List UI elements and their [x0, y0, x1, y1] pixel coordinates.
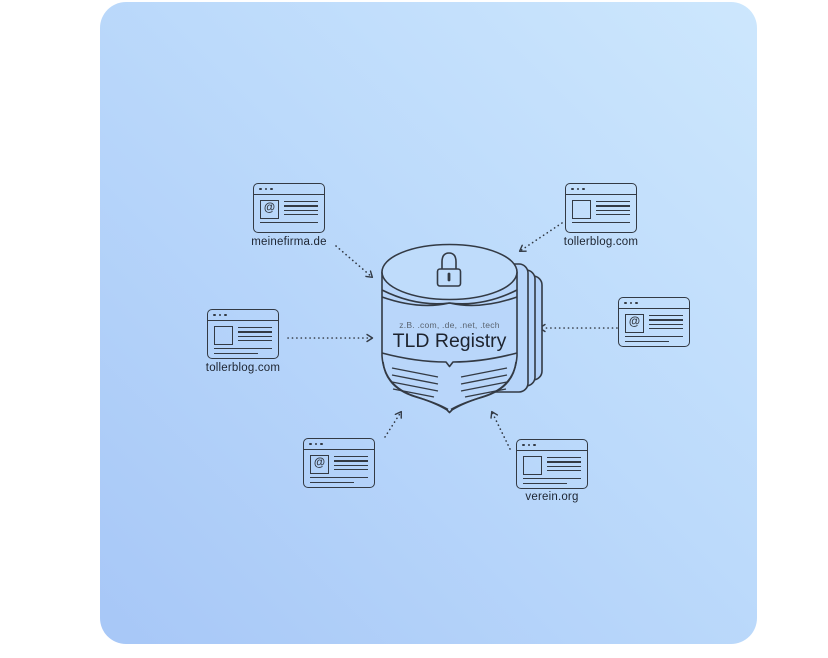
browser-window-verein [516, 439, 588, 489]
browser-window-right: @ [618, 297, 690, 347]
browser-window-tollerblog-top [565, 183, 637, 233]
text-lines [649, 314, 683, 333]
window-dot-icon [635, 301, 638, 305]
window-dot-icon [213, 313, 216, 317]
window-dot-icon [320, 442, 323, 446]
window-dot-icon [264, 187, 268, 191]
text-lines [566, 219, 636, 224]
text-lines [284, 200, 318, 219]
browser-titlebar [566, 184, 636, 195]
browser-titlebar [208, 310, 278, 321]
window-dot-icon [582, 187, 585, 191]
window-dot-icon [309, 442, 312, 446]
image-placeholder-icon [214, 325, 233, 345]
domain-label-verein: verein.org [525, 491, 579, 503]
window-dot-icon [527, 443, 531, 447]
window-dot-icon [270, 187, 273, 191]
at-icon: @ [310, 454, 329, 474]
image-placeholder-icon [523, 455, 542, 475]
at-icon: @ [625, 313, 644, 333]
browser-window-meinefirma: @ [253, 183, 325, 233]
image-placeholder-icon [572, 199, 591, 219]
window-dot-icon [259, 187, 262, 191]
background-card: @ meinefirma.de tollerblog.com tollerblo… [100, 2, 757, 644]
window-dot-icon [624, 301, 627, 305]
window-dot-icon [314, 442, 318, 446]
browser-window-bottom-left: @ [303, 438, 375, 488]
at-icon: @ [260, 199, 279, 219]
domain-label-tollerblog-left: tollerblog.com [205, 362, 281, 374]
domain-label-meinefirma: meinefirma.de [251, 236, 327, 248]
window-dot-icon [629, 301, 633, 305]
text-lines [208, 345, 278, 354]
text-lines [596, 200, 630, 219]
window-dot-icon [533, 443, 536, 447]
window-dot-icon [224, 313, 227, 317]
browser-titlebar [254, 184, 324, 195]
text-lines [238, 326, 272, 345]
text-lines [254, 219, 324, 224]
text-lines [547, 456, 581, 475]
browser-titlebar [517, 440, 587, 451]
text-lines [304, 474, 374, 483]
window-dot-icon [218, 313, 222, 317]
text-lines [517, 475, 587, 484]
window-dot-icon [571, 187, 574, 191]
window-dot-icon [576, 187, 580, 191]
browser-titlebar [304, 439, 374, 450]
browser-titlebar [619, 298, 689, 309]
domain-label-tollerblog-top: tollerblog.com [563, 236, 639, 248]
window-dot-icon [522, 443, 525, 447]
text-lines [334, 455, 368, 474]
text-lines [619, 333, 689, 342]
browser-window-tollerblog-left [207, 309, 279, 359]
